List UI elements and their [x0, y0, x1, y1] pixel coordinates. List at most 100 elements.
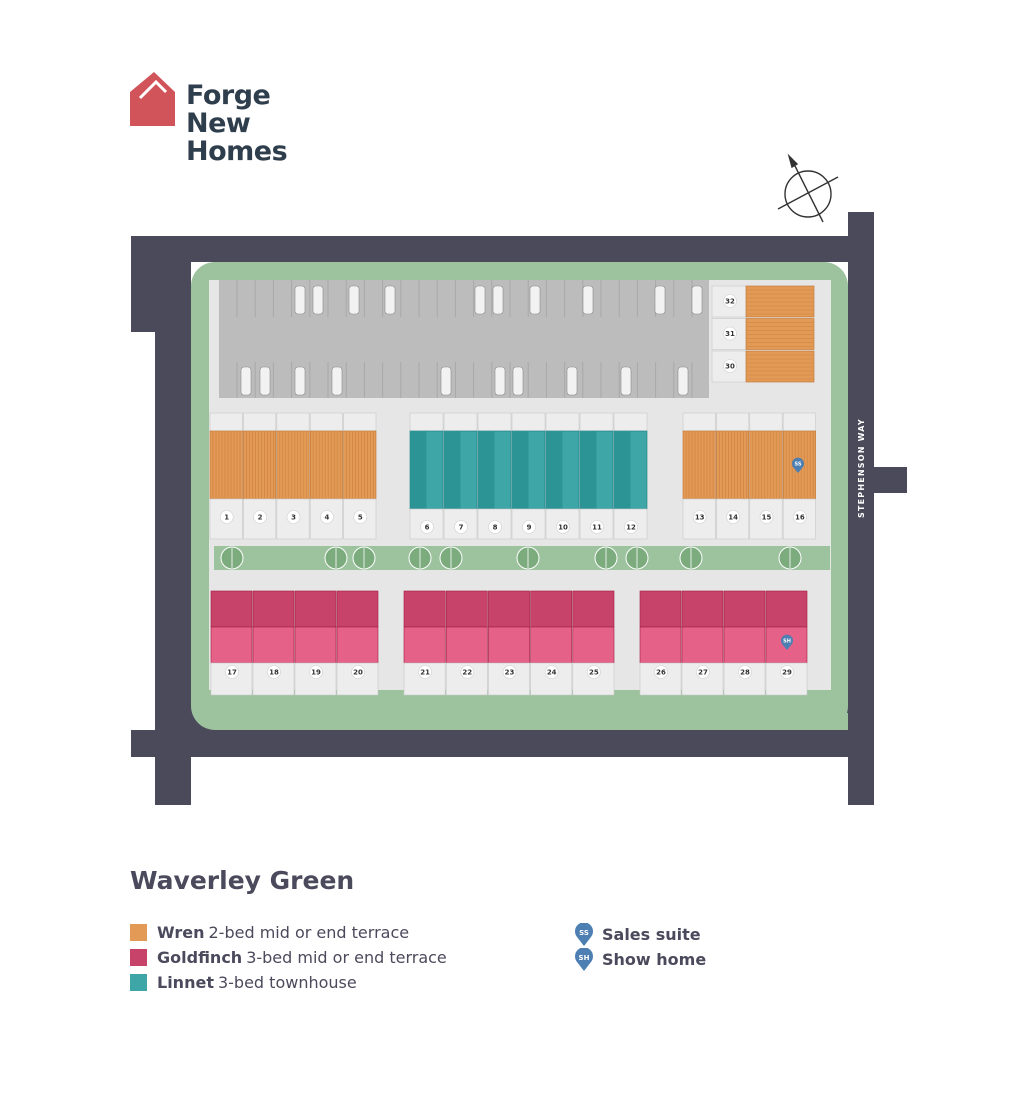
- plot-number-badge: [219, 510, 234, 524]
- plot-number-badge: [793, 510, 807, 524]
- plot-number: 24: [547, 669, 557, 677]
- wren-swatch: [130, 924, 147, 941]
- plot-28[interactable]: 28: [723, 590, 766, 696]
- plot-number: 10: [558, 524, 568, 532]
- plot-number-badge: [351, 665, 365, 679]
- plot-12[interactable]: 12: [613, 412, 648, 540]
- plot-22[interactable]: 22: [445, 590, 488, 696]
- plot-18[interactable]: 18: [252, 590, 295, 696]
- plot-number: 4: [324, 514, 329, 522]
- car-icon: [677, 366, 689, 396]
- car-icon: [384, 285, 396, 315]
- house-type-legend: Wren 2-bed mid or end terrace Goldfinch …: [130, 920, 447, 995]
- show-home-pin-icon: SH: [575, 947, 593, 971]
- tree-icon: [516, 546, 540, 570]
- plot-number-badge: [759, 510, 774, 524]
- plot-13[interactable]: 13: [682, 412, 716, 540]
- plot-number-badge: [460, 665, 475, 679]
- plot-number: 1: [224, 514, 229, 522]
- legend-item-wren: Wren 2-bed mid or end terrace: [130, 920, 447, 945]
- car-icon: [348, 285, 360, 315]
- tree-icon: [220, 546, 244, 570]
- plot-number-badge: [624, 520, 638, 534]
- plot-number-badge: [522, 520, 536, 534]
- car-icon: [294, 366, 306, 396]
- plot-4[interactable]: 4: [309, 412, 343, 540]
- plot-number: 20: [353, 669, 363, 677]
- plot-32[interactable]: 32: [711, 285, 815, 318]
- plot-25[interactable]: 25: [572, 590, 615, 696]
- legend-name: Goldfinch: [157, 948, 243, 967]
- plot-number-badge: [267, 665, 281, 679]
- plot-number-badge: [420, 520, 434, 534]
- legend-name: Linnet: [157, 973, 214, 992]
- plot-1[interactable]: 1: [209, 412, 243, 540]
- tree-icon: [408, 546, 432, 570]
- plot-number: 22: [462, 669, 472, 677]
- plot-19[interactable]: 19: [294, 590, 337, 696]
- plot-number: 16: [795, 514, 805, 522]
- plot-15[interactable]: 15: [749, 412, 783, 540]
- development-title: Waverley Green: [130, 866, 355, 895]
- plot-number: 27: [698, 669, 708, 677]
- plot-21[interactable]: 21: [403, 590, 446, 696]
- plot-number: 23: [505, 669, 515, 677]
- plot-17[interactable]: 17: [210, 590, 253, 696]
- plot-30[interactable]: 30: [711, 350, 815, 383]
- plot-27[interactable]: 27: [681, 590, 724, 696]
- brand-wordmark: Forge New Homes: [186, 82, 288, 166]
- goldfinch-swatch: [130, 949, 147, 966]
- plot-number-badge: [587, 665, 601, 679]
- plot-number-badge: [225, 665, 239, 679]
- plot-number-badge: [309, 665, 323, 679]
- plot-31[interactable]: 31: [711, 318, 815, 350]
- legend-item-goldfinch: Goldfinch 3-bed mid or end terrace: [130, 945, 447, 970]
- plot-7[interactable]: 7: [443, 412, 478, 540]
- plot-5[interactable]: 5: [343, 412, 377, 540]
- plot-number-badge: [286, 510, 301, 524]
- plot-number: 5: [358, 514, 363, 522]
- plot-9[interactable]: 9: [511, 412, 546, 540]
- plot-11[interactable]: 11: [579, 412, 614, 540]
- house-logo-icon: [130, 72, 175, 126]
- plot-8[interactable]: 8: [477, 412, 512, 540]
- plot-2[interactable]: 2: [243, 412, 277, 540]
- plot-number: 29: [782, 669, 792, 677]
- car-icon: [654, 285, 666, 315]
- pin-code: SH: [783, 639, 791, 645]
- plot-number-badge: [488, 520, 502, 534]
- plot-24[interactable]: 24: [530, 590, 573, 696]
- plot-number-badge: [723, 359, 737, 373]
- tree-icon: [625, 546, 649, 570]
- plot-23[interactable]: 23: [488, 590, 530, 696]
- plot-number: 3: [291, 514, 296, 522]
- pin-code: SS: [579, 929, 589, 937]
- plot-20[interactable]: 20: [336, 590, 379, 696]
- plot-14[interactable]: 14: [716, 412, 750, 540]
- plot-number: 25: [589, 669, 599, 677]
- plot-number-badge: [454, 520, 468, 534]
- tree-icon: [594, 546, 618, 570]
- plot-markers: SS SH: [780, 457, 804, 650]
- plot-number: 9: [527, 524, 532, 532]
- plot-6[interactable]: 6: [409, 412, 444, 540]
- plot-26[interactable]: 26: [639, 590, 682, 696]
- tree-icon: [679, 546, 703, 570]
- plot-number: 14: [728, 514, 738, 522]
- plot-number-badge: [556, 520, 570, 534]
- tree-icon: [439, 546, 463, 570]
- plot-3[interactable]: 3: [276, 412, 310, 540]
- car-icon: [474, 285, 486, 315]
- plot-number-badge: [726, 510, 740, 524]
- car-icon: [620, 366, 632, 396]
- plot-number-badge: [353, 510, 368, 524]
- sales-suite-marker[interactable]: SS: [792, 457, 804, 473]
- plot-number: 2: [258, 514, 263, 522]
- plot-10[interactable]: 10: [545, 412, 580, 540]
- plot-number: 8: [493, 524, 498, 532]
- plot-number: 26: [656, 669, 666, 677]
- show-home-marker[interactable]: SH: [780, 634, 793, 650]
- plot-number: 17: [227, 669, 237, 677]
- plot-16[interactable]: 16: [782, 412, 816, 540]
